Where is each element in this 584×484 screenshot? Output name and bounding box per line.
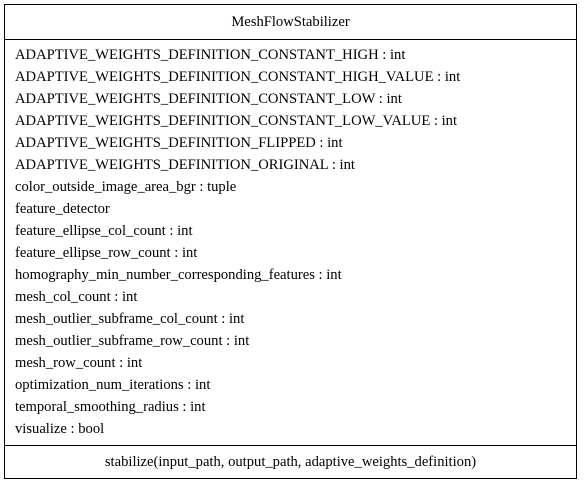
method-stabilize: stabilize(input_path, output_path, adapt… bbox=[104, 454, 477, 470]
attribute-optimization-num-iterations: optimization_num_iterations : int bbox=[15, 377, 211, 393]
attribute-feature-detector: feature_detector bbox=[15, 201, 110, 217]
attribute-homography-min-number-corresponding-features: homography_min_number_corresponding_feat… bbox=[15, 267, 342, 283]
attribute-feature-ellipse-col-count: feature_ellipse_col_count : int bbox=[15, 223, 193, 239]
attribute-adaptive-weights-original: ADAPTIVE_WEIGHTS_DEFINITION_ORIGINAL : i… bbox=[15, 157, 355, 173]
attribute-adaptive-weights-constant-low-value: ADAPTIVE_WEIGHTS_DEFINITION_CONSTANT_LOW… bbox=[15, 113, 458, 129]
attribute-temporal-smoothing-radius: temporal_smoothing_radius : int bbox=[15, 399, 206, 415]
attribute-adaptive-weights-flipped: ADAPTIVE_WEIGHTS_DEFINITION_FLIPPED : in… bbox=[15, 135, 343, 151]
attribute-visualize: visualize : bool bbox=[15, 421, 105, 437]
attribute-adaptive-weights-constant-high: ADAPTIVE_WEIGHTS_DEFINITION_CONSTANT_HIG… bbox=[15, 47, 406, 63]
class-name: MeshFlowStabilizer bbox=[5, 5, 576, 40]
uml-class-box: MeshFlowStabilizer ADAPTIVE_WEIGHTS_DEFI… bbox=[4, 4, 577, 479]
methods-compartment: stabilize(input_path, output_path, adapt… bbox=[5, 446, 576, 478]
attribute-mesh-outlier-subframe-row-count: mesh_outlier_subframe_row_count : int bbox=[15, 333, 250, 349]
attribute-mesh-outlier-subframe-col-count: mesh_outlier_subframe_col_count : int bbox=[15, 311, 245, 327]
attribute-mesh-col-count: mesh_col_count : int bbox=[15, 289, 138, 305]
attribute-feature-ellipse-row-count: feature_ellipse_row_count : int bbox=[15, 245, 198, 261]
attribute-mesh-row-count: mesh_row_count : int bbox=[15, 355, 143, 371]
attribute-adaptive-weights-constant-low: ADAPTIVE_WEIGHTS_DEFINITION_CONSTANT_LOW… bbox=[15, 91, 402, 107]
attributes-compartment: ADAPTIVE_WEIGHTS_DEFINITION_CONSTANT_HIG… bbox=[5, 40, 576, 446]
attribute-adaptive-weights-constant-high-value: ADAPTIVE_WEIGHTS_DEFINITION_CONSTANT_HIG… bbox=[15, 69, 461, 85]
attribute-color-outside-image-area-bgr: color_outside_image_area_bgr : tuple bbox=[15, 179, 237, 195]
